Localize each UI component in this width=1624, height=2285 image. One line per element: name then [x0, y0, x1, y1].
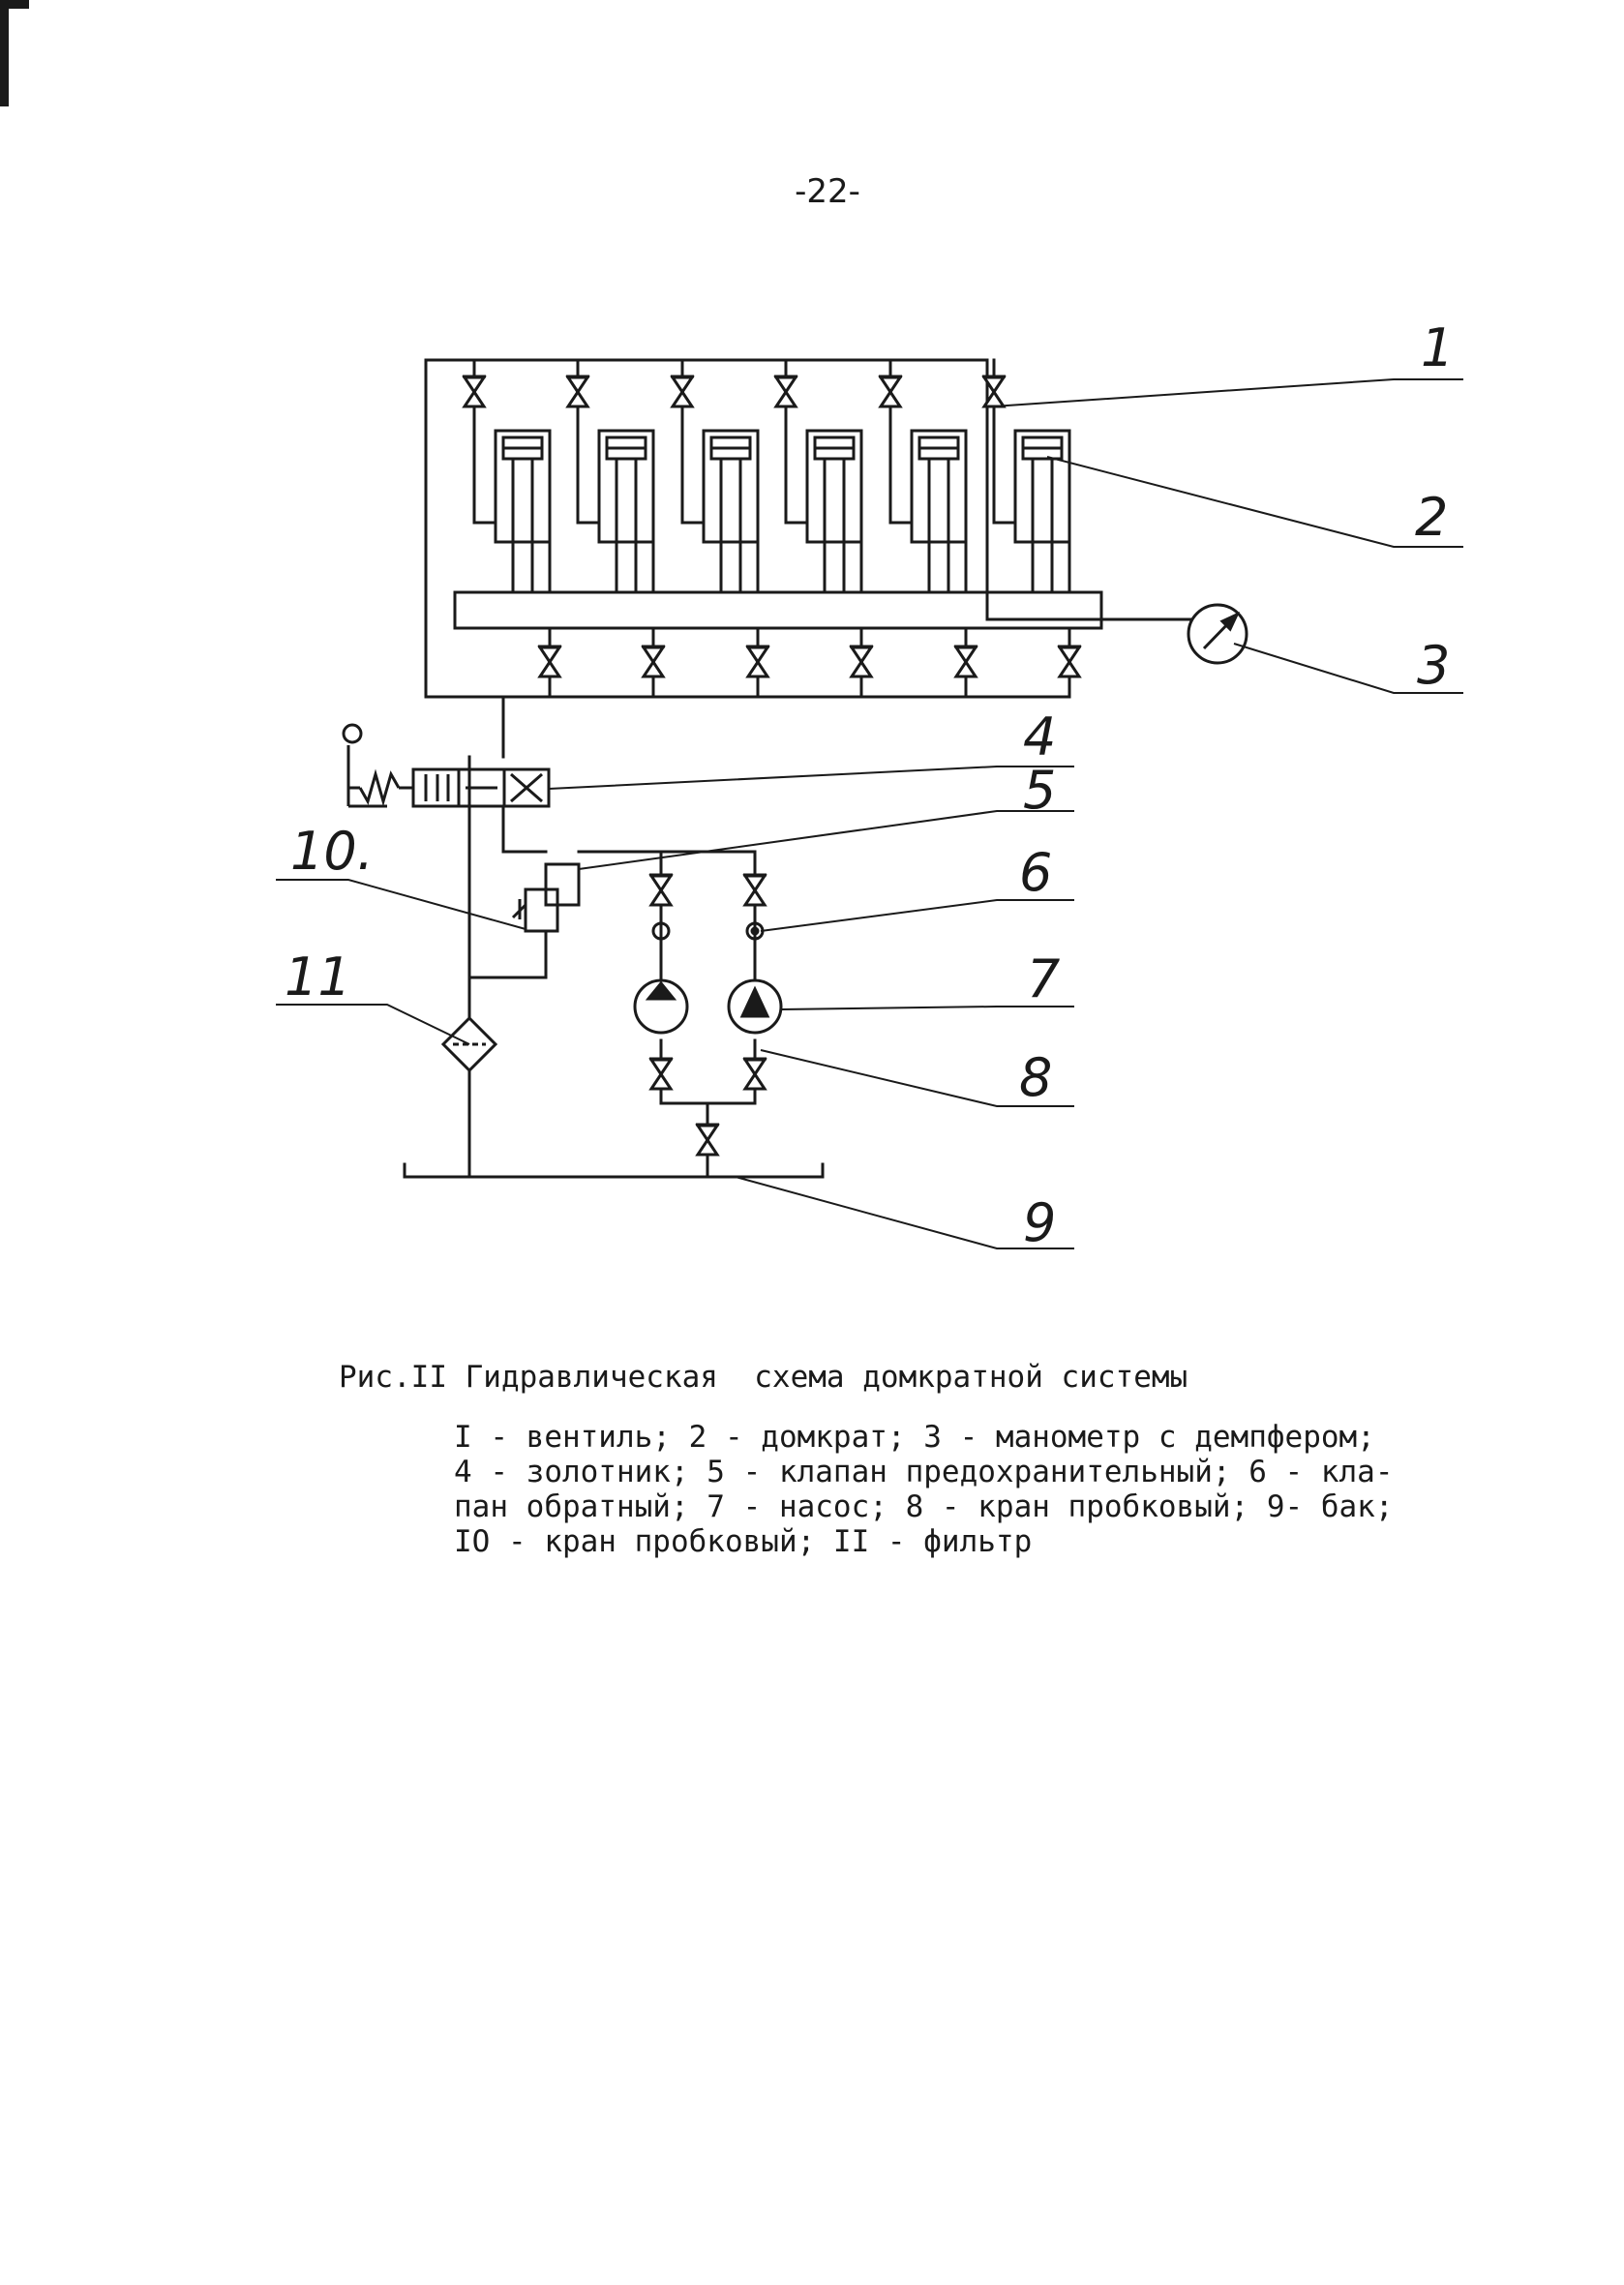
scan-corner-mark: [0, 0, 29, 106]
shutoff-valve-icon: [537, 645, 562, 678]
callout-6: 6: [1019, 842, 1052, 903]
callout-9: 9: [1023, 1192, 1056, 1253]
pump-bottom-branches: [659, 1038, 757, 1105]
jack-platform: [453, 590, 1103, 630]
shutoff-valve-icon: [878, 375, 903, 408]
shutoff-valve-icon: [745, 645, 770, 678]
legend-line: I - вентиль; 2 - домкрат; 3 - манометр с…: [454, 1420, 1375, 1455]
callout-leaders: [276, 378, 1463, 1249]
page-number: -22-: [795, 172, 860, 211]
callout-1: 1: [1421, 317, 1454, 378]
relief-valve: [511, 862, 581, 933]
hydraulic-diagram: 1 2 3 4 5 6 7 8 9 10. 11: [276, 317, 1463, 1253]
shutoff-valve-icon: [953, 645, 978, 678]
spool-to-pump-pipe: [501, 804, 548, 854]
relief-drain-line: [467, 929, 548, 979]
shutoff-valve-icon: [670, 375, 695, 408]
figure-caption: Рис.II Гидравлическая схема домкратной с…: [339, 1360, 1549, 1559]
pumps: [633, 978, 783, 1035]
shutoff-valve-icon: [1057, 645, 1082, 678]
shutoff-valve-icon: [849, 645, 874, 678]
figure-title: Рис.II Гидравлическая схема домкратной с…: [339, 1360, 1188, 1395]
callout-10: 10.: [290, 821, 374, 882]
tank: [403, 1162, 825, 1179]
callout-8: 8: [1019, 1047, 1052, 1108]
shutoff-valve-icon: [773, 375, 798, 408]
plug-valve-icon: [648, 873, 674, 907]
plug-valve-icon: [742, 873, 767, 907]
callout-3: 3: [1417, 635, 1450, 696]
shutoff-valve-icon: [981, 375, 1007, 408]
callout-5: 5: [1023, 760, 1056, 821]
plug-valve-icon: [695, 1123, 720, 1157]
legend-line: 4 - золотник; 5 - клапан предохранительн…: [454, 1455, 1394, 1489]
callout-2: 2: [1415, 487, 1448, 548]
shutoff-valve-icon: [565, 375, 590, 408]
figure-legend: I - вентиль; 2 - домкрат; 3 - манометр с…: [454, 1420, 1549, 1559]
legend-line: IO - кран пробковый; II - фильтр: [454, 1524, 1033, 1559]
spool-valve: [342, 723, 551, 808]
shutoff-valve-icon: [641, 645, 666, 678]
callout-11: 11: [285, 947, 351, 1007]
check-valves: [651, 921, 765, 941]
plug-valve-icon: [742, 1057, 767, 1091]
shutoff-valve-icon: [462, 375, 487, 408]
plug-valve-icon: [648, 1057, 674, 1091]
callout-4: 4: [1023, 707, 1056, 767]
left-return-pipe: [424, 358, 505, 759]
callout-7: 7: [1027, 948, 1060, 1009]
legend-line: пан обратный; 7 - насос; 8 - кран пробко…: [454, 1489, 1394, 1524]
manometer: [1187, 603, 1248, 665]
